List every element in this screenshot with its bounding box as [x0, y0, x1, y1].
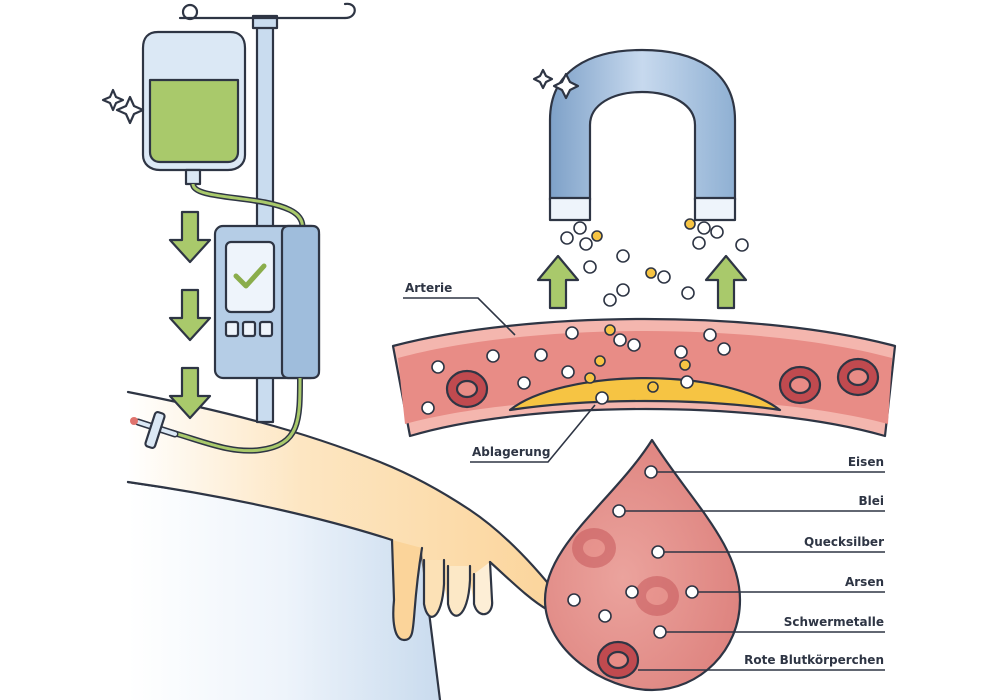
label-deposit-group: Ablagerung [470, 404, 596, 463]
metal-particles [560, 218, 749, 307]
sparkle-icon [101, 88, 145, 125]
label-arsenic: Arsen [845, 575, 884, 589]
arrow-down-icon [168, 210, 212, 420]
blood-drop [543, 438, 742, 692]
cannula [130, 411, 179, 449]
label-lead: Blei [858, 494, 884, 508]
iv-bag [141, 30, 306, 241]
sparkle-icon [532, 68, 580, 100]
label-artery: Arterie [405, 281, 452, 295]
red-blood-cell [445, 357, 880, 409]
label-heavy-metals: Schwermetalle [784, 615, 884, 629]
drop-labels: Eisen Blei Quecksilber Arsen Schwermetal… [625, 455, 885, 671]
arrow-up-icon [536, 254, 748, 310]
label-red-blood-cells: Rote Blutkörperchen [744, 653, 884, 667]
label-deposit: Ablagerung [472, 445, 550, 459]
patient-arm [126, 390, 565, 642]
label-mercury: Quecksilber [804, 535, 884, 549]
artery [391, 317, 897, 438]
label-artery-group: Arterie [403, 281, 516, 336]
infusion-pump [169, 224, 321, 454]
magnet-icon [548, 48, 737, 222]
label-iron: Eisen [848, 455, 884, 469]
check-icon [233, 263, 267, 289]
